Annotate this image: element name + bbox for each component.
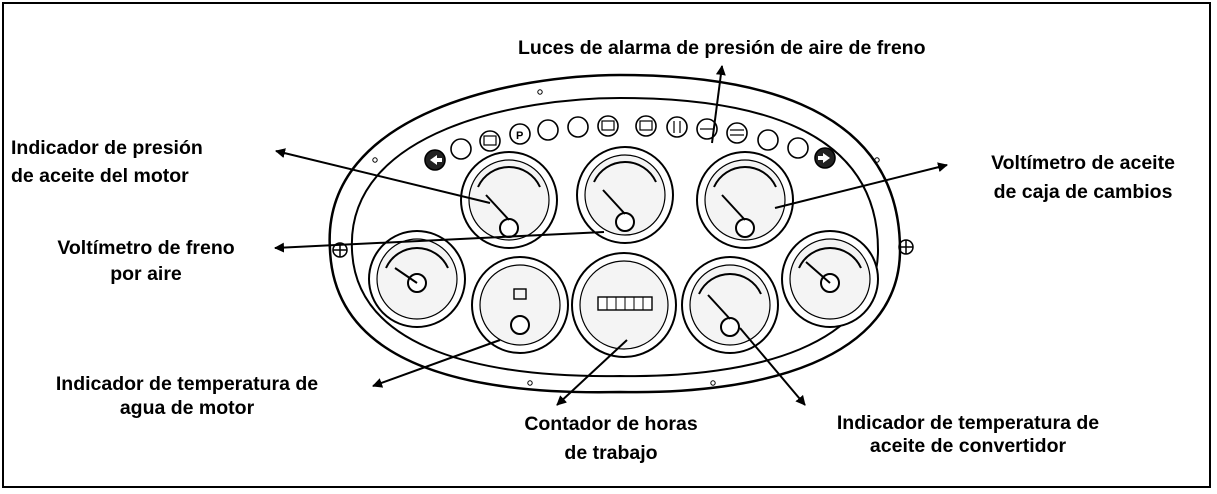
high-beam-icon xyxy=(537,119,559,141)
gauge-engine-water-temperature xyxy=(471,256,569,354)
empty-lamp-icon xyxy=(450,138,472,160)
label-gearbox-oil-voltmeter-line1: Voltímetro de aceite xyxy=(991,152,1175,174)
label-engine-water-temp-line2: agua de motor xyxy=(119,397,255,419)
label-engine-oil-pressure-line2: de aceite del motor xyxy=(11,165,189,187)
warning-lamp-row xyxy=(424,115,836,171)
empty-lamp-icon xyxy=(757,129,779,151)
gauge-converter-oil-temperature xyxy=(681,256,779,354)
label-hour-counter-line2: de trabajo xyxy=(564,442,658,464)
gauge-gearbox-oil-voltmeter xyxy=(696,151,794,249)
preheat-icon xyxy=(567,116,589,138)
arrow-hour-counter xyxy=(556,339,628,406)
engine-lamp-icon xyxy=(479,130,501,152)
figure-frame xyxy=(2,2,1211,488)
arrow-engine-water-temp xyxy=(372,339,501,388)
label-converter-oil-temp-line1: Indicador de temperatura de xyxy=(836,412,1100,434)
svg-text:P: P xyxy=(516,130,523,142)
arrow-gearbox-oil-voltmeter xyxy=(774,162,948,209)
oil-can-icon xyxy=(597,115,619,137)
gauge-left-fuel xyxy=(368,230,466,328)
label-gearbox-oil-voltmeter-line2: de caja de cambios xyxy=(993,181,1173,203)
empty-lamp-icon xyxy=(787,137,809,159)
label-converter-oil-temp-line2: aceite de convertidor xyxy=(869,435,1067,457)
label-brake-air-alarm-lights: Luces de alarma de presión de aire de fr… xyxy=(518,37,926,59)
mount-ear-right xyxy=(898,239,914,255)
gauge-air-brake-voltmeter xyxy=(576,146,674,244)
arrow-brake-air-alarm xyxy=(711,65,726,144)
label-air-brake-voltmeter-line2: por aire xyxy=(110,263,182,285)
charge-lamp-icon xyxy=(635,115,657,137)
fuel-lamp-icon xyxy=(666,116,688,138)
screw xyxy=(874,157,880,163)
gauge-right xyxy=(781,230,879,328)
leader-arrows xyxy=(274,65,948,406)
screw xyxy=(710,380,716,386)
panel-inner-outline xyxy=(350,96,880,378)
gauge-engine-oil-pressure xyxy=(460,151,558,249)
beam-icon xyxy=(726,122,748,144)
mount-ear-left xyxy=(332,242,348,258)
arrow-air-brake-voltmeter xyxy=(274,231,605,253)
label-engine-oil-pressure-line1: Indicador de presión xyxy=(11,137,203,159)
screw xyxy=(537,89,543,95)
screw xyxy=(527,380,533,386)
arrow-converter-oil-temp xyxy=(739,327,806,406)
label-hour-counter-line1: Contador de horas xyxy=(524,413,698,435)
parking-p-icon xyxy=(509,123,531,145)
label-engine-water-temp-line1: Indicador de temperatura de xyxy=(55,373,319,395)
label-air-brake-voltmeter-line1: Voltímetro de freno xyxy=(57,237,235,259)
arrow-engine-oil-pressure xyxy=(275,148,491,204)
screw xyxy=(372,157,378,163)
hour-counter xyxy=(571,252,677,358)
